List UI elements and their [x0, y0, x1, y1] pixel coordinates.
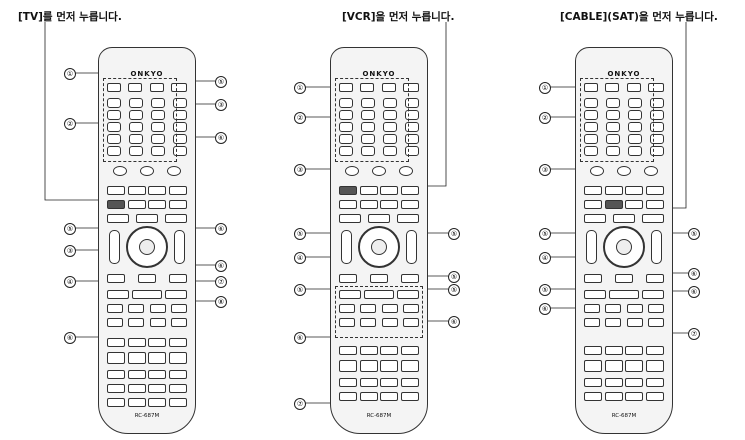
callout: ⑤ [448, 228, 460, 240]
callout: ⑤ [215, 76, 227, 88]
callout: ④ [539, 252, 551, 264]
callout: ⑦ [215, 276, 227, 288]
callout: ⑥ [688, 268, 700, 280]
callout: ⑦ [294, 398, 306, 410]
callout: ④ [64, 276, 76, 288]
remote-brand: ONKYO [607, 70, 641, 78]
callout: ⑤ [64, 223, 76, 235]
remote-model: RC-687M [366, 413, 392, 419]
callout: ⑥ [215, 260, 227, 272]
callout: ② [294, 112, 306, 124]
caption-tv: [TV]를 먼저 누릅니다. [18, 11, 122, 23]
callout: ③ [294, 164, 306, 176]
remote-vcr: ONKYO RC-687M [330, 47, 428, 434]
callout: ③ [215, 99, 227, 111]
callout: ① [294, 82, 306, 94]
callout: ③ [539, 164, 551, 176]
remote-brand: ONKYO [362, 70, 396, 78]
callout: ⑥ [64, 332, 76, 344]
callout: ② [539, 112, 551, 124]
callout: ⑥ [215, 223, 227, 235]
callout: ⑥ [215, 132, 227, 144]
remote-cable: ONKYO RC-687M [575, 47, 673, 434]
callout: ⑤ [448, 271, 460, 283]
callout: ⑧ [215, 296, 227, 308]
callout: ③ [64, 245, 76, 257]
callout: ⑥ [539, 303, 551, 315]
remote-model: RC-687M [611, 413, 637, 419]
remote-tv: ONKYO RC-687M [98, 47, 196, 434]
callout: ④ [294, 252, 306, 264]
callout: ⑦ [688, 328, 700, 340]
remote-model: RC-687M [134, 413, 160, 419]
callout: ⑤ [539, 228, 551, 240]
callout: ⑤ [688, 228, 700, 240]
callout: ⑤ [294, 228, 306, 240]
callout: ① [539, 82, 551, 94]
remote-brand: ONKYO [130, 70, 164, 78]
caption-vcr: [VCR]을 먼저 누릅니다. [342, 11, 455, 23]
callout: ⑤ [448, 284, 460, 296]
callout: ⑤ [539, 284, 551, 296]
callout: ② [64, 118, 76, 130]
callout: ⑥ [448, 316, 460, 328]
callout: ⑤ [294, 284, 306, 296]
callout: ⑥ [688, 286, 700, 298]
caption-cable: [CABLE](SAT)을 먼저 누릅니다. [560, 11, 718, 23]
callout: ⑥ [294, 332, 306, 344]
callout: ① [64, 68, 76, 80]
